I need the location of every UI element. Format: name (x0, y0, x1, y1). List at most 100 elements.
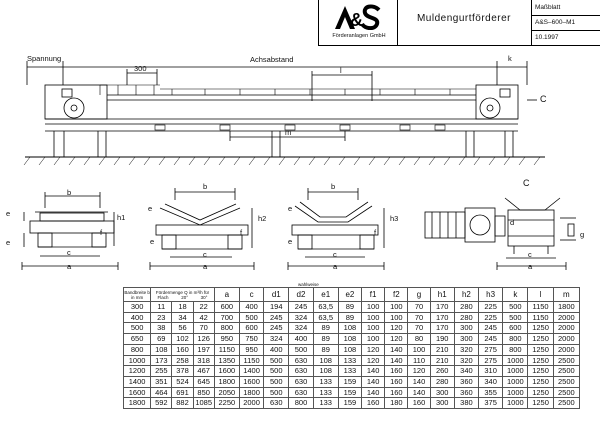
table-cell: 70 (407, 322, 431, 335)
table-cell: 355 (478, 386, 504, 399)
table-cell: 500 (263, 375, 290, 388)
table-cell: 400 (263, 343, 290, 356)
table-cell: 800 (288, 397, 314, 410)
table-cell: 89 (337, 301, 363, 313)
table-cell: 133 (312, 397, 339, 410)
table-cell: 108 (337, 333, 363, 345)
table-cell: 255 (150, 365, 173, 377)
table-cell: 100 (407, 343, 431, 356)
table-cell: 56 (171, 322, 194, 335)
table-cell: 210 (429, 354, 455, 367)
header-col: h3 (478, 287, 504, 302)
table-cell: 275 (478, 343, 504, 356)
table-cell: 1800 (552, 301, 581, 313)
table-cell: 100 (361, 301, 386, 313)
header-20deg: 20° (181, 294, 188, 300)
table-cell: 170 (429, 322, 455, 335)
table-cell: 320 (453, 343, 480, 356)
table-cell: 133 (312, 375, 339, 388)
table-cell: 300 (122, 301, 152, 313)
table-cell: 100 (384, 301, 409, 313)
table-cell: 850 (192, 386, 215, 399)
label-k: k (508, 54, 512, 63)
table-cell: 1200 (122, 365, 152, 377)
label-l: l (340, 66, 342, 75)
table-cell: 160 (171, 343, 194, 356)
table-cell: 380 (453, 397, 480, 410)
table-cell: 1000 (502, 365, 529, 377)
label-section-c: C (540, 94, 547, 104)
table-cell: 133 (312, 386, 339, 399)
table-cell: 950 (213, 333, 240, 345)
threeroll-label-b: b (331, 182, 336, 191)
table-cell: 225 (478, 311, 504, 324)
table-cell: 2500 (552, 375, 581, 388)
table-cell: 108 (337, 322, 363, 335)
table-cell: 340 (478, 375, 504, 388)
table-cell: 1400 (122, 375, 152, 388)
table-cell: 108 (312, 354, 339, 367)
header-flat: Flach (157, 294, 169, 300)
title-block: & Förderanlagen GmbH Muldengurtförderer … (318, 0, 600, 46)
table-cell: 600 (213, 301, 240, 313)
table-cell: 100 (384, 311, 409, 324)
table-cell: 1800 (238, 386, 265, 399)
table-cell: 1800 (122, 397, 152, 410)
header-col: h1 (429, 287, 455, 302)
table-cell: 500 (122, 322, 152, 335)
table-cell: 750 (238, 333, 265, 345)
table-cell: 210 (429, 343, 455, 356)
table-cell: 140 (384, 343, 409, 356)
flat-label-c: c (67, 248, 71, 257)
table-cell: 1600 (238, 375, 265, 388)
table-cell: 500 (263, 365, 290, 377)
flat-label-f: f (100, 228, 103, 237)
table-cell: 197 (192, 343, 215, 356)
table-cell: 1250 (527, 354, 554, 367)
table-cell: 1250 (527, 322, 554, 335)
header-col: m (552, 287, 581, 302)
table-cell: 2500 (552, 397, 581, 410)
header-col: d1 (263, 287, 290, 302)
table-cell: 318 (192, 354, 215, 367)
header-col: f1 (361, 287, 386, 302)
table-cell: 260 (429, 365, 455, 377)
table-cell: 300 (453, 333, 480, 345)
table-cell: 2050 (213, 386, 240, 399)
table-cell: 159 (337, 386, 363, 399)
table-cell: 120 (384, 322, 409, 335)
table-cell: 2500 (552, 365, 581, 377)
table-cell: 320 (453, 354, 480, 367)
header-30deg: 30° (200, 294, 208, 300)
table-cell: 1800 (213, 375, 240, 388)
header-col: e2 (337, 287, 363, 302)
table-cell: 360 (453, 386, 480, 399)
table-cell: 89 (312, 333, 339, 345)
company-logo: & (335, 4, 381, 30)
detail-label-d: d (510, 218, 515, 227)
header-col: k (502, 287, 529, 302)
table-cell: 300 (429, 386, 455, 399)
meta-sheet-type: Maßblatt (535, 4, 561, 11)
table-cell: 1000 (502, 354, 529, 367)
label-spannung: Spannung (27, 54, 62, 63)
table-cell: 500 (288, 343, 314, 356)
table-cell: 140 (361, 375, 386, 388)
header-col: l (527, 287, 554, 302)
tworoll-label-e: e (148, 204, 153, 213)
table-cell: 1400 (238, 365, 265, 377)
table-cell: 1000 (122, 354, 152, 367)
table-cell: 600 (238, 322, 265, 335)
table-cell: 159 (337, 397, 363, 410)
flat-label-e-bottom: e (6, 238, 11, 247)
header-foerdermenge-label: Fördermenge Q in m³/h für (155, 289, 210, 295)
header-col: d2 (288, 287, 314, 302)
header-col: g (407, 287, 431, 302)
table-group-label: wahlweise (298, 282, 319, 287)
svg-text:&: & (350, 10, 363, 30)
